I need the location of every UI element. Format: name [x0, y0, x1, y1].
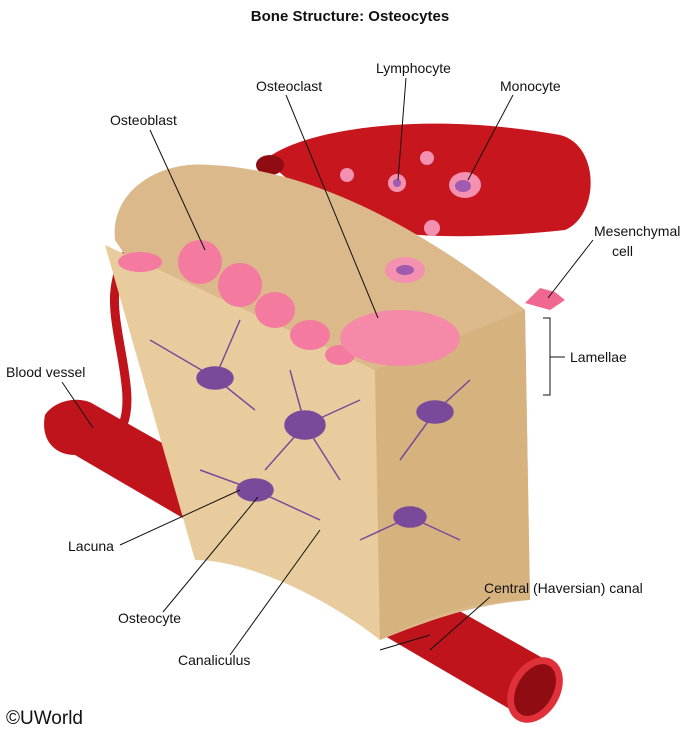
page-title: Bone Structure: Osteocytes — [250, 8, 450, 25]
mesenchymal-cell — [525, 288, 565, 310]
copyright: ©UWorld — [6, 708, 83, 729]
label-canaliculus: Canaliculus — [178, 652, 251, 668]
label-lymphocyte: Lymphocyte — [376, 60, 451, 76]
osteoclast-cell — [340, 310, 460, 366]
label-lacuna: Lacuna — [68, 538, 114, 554]
label-lamellae: Lamellae — [570, 349, 627, 365]
label-blood-vessel: Blood vessel — [6, 364, 86, 380]
label-central-canal: Central (Haversian) canal — [484, 580, 643, 596]
bone-block — [105, 164, 530, 640]
leader-lines — [61, 77, 594, 656]
label-osteocyte: Osteocyte — [118, 610, 182, 626]
label-osteoblast: Osteoblast — [110, 112, 177, 128]
label-monocyte: Monocyte — [500, 78, 561, 94]
label-mesenchymal-2: cell — [612, 243, 634, 259]
label-osteoclast: Osteoclast — [256, 78, 323, 94]
label-mesenchymal-1: Mesenchymal — [594, 223, 681, 239]
